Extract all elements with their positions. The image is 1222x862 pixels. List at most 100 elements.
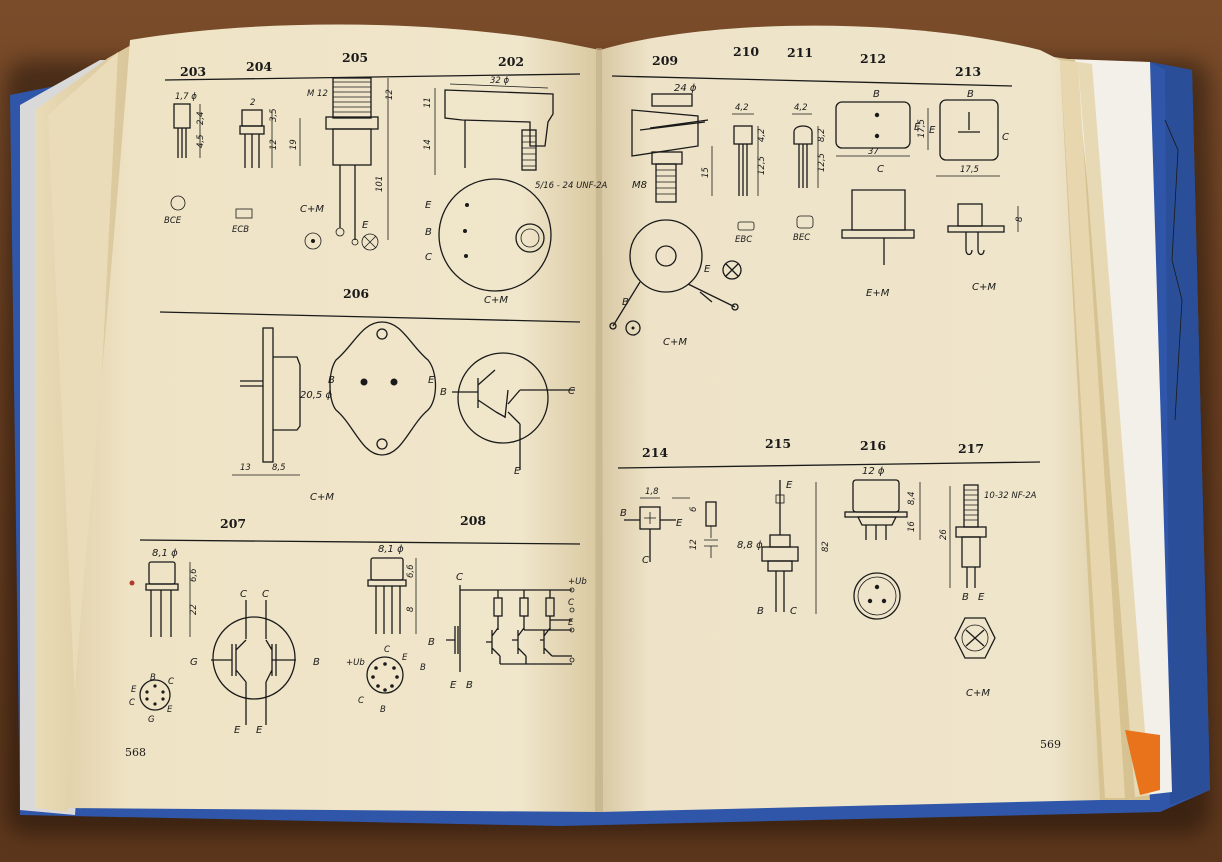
fig-label-205: 205 bbox=[342, 50, 368, 65]
svg-text:24 ϕ: 24 ϕ bbox=[674, 83, 697, 94]
fig-label-217: 217 bbox=[958, 441, 984, 456]
fig-label-213: 213 bbox=[955, 64, 981, 79]
svg-text:12: 12 bbox=[385, 89, 395, 100]
svg-text:EBC: EBC bbox=[735, 235, 752, 245]
transistor-209-drawing: 24 ϕ 15 M8 B E C+M bbox=[609, 83, 742, 348]
left-page bbox=[66, 24, 600, 812]
svg-text:12,5: 12,5 bbox=[757, 156, 767, 175]
svg-text:8: 8 bbox=[406, 606, 416, 612]
svg-text:E: E bbox=[402, 653, 408, 663]
fig-label-208: 208 bbox=[460, 513, 486, 528]
svg-text:ECB: ECB bbox=[232, 225, 249, 235]
transistor-216-drawing: 12 ϕ 8,4 16 bbox=[844, 466, 921, 620]
svg-text:8,8 ϕ: 8,8 ϕ bbox=[737, 540, 763, 551]
fig-label-214: 214 bbox=[642, 445, 668, 460]
svg-text:B: B bbox=[962, 592, 969, 603]
svg-text:B: B bbox=[466, 680, 473, 691]
svg-text:12: 12 bbox=[689, 539, 699, 550]
svg-text:C+M: C+M bbox=[484, 295, 508, 306]
transistor-213-drawing: B 17,5 E C 17,5 8 C+M bbox=[917, 89, 1025, 293]
svg-text:E: E bbox=[234, 725, 241, 736]
svg-text:C: C bbox=[384, 645, 390, 655]
svg-text:22: 22 bbox=[189, 604, 199, 615]
svg-text:8,4: 8,4 bbox=[907, 491, 917, 505]
svg-text:B: B bbox=[425, 227, 432, 238]
svg-text:17,5: 17,5 bbox=[960, 165, 979, 175]
svg-text:C: C bbox=[568, 598, 574, 608]
svg-text:8,1 ϕ: 8,1 ϕ bbox=[152, 548, 178, 559]
svg-text:B: B bbox=[967, 89, 974, 100]
svg-text:4,5: 4,5 bbox=[196, 134, 206, 148]
svg-text:M8: M8 bbox=[632, 180, 647, 191]
svg-text:8,5: 8,5 bbox=[272, 463, 286, 473]
transistor-206-drawing: 20,5 ϕ 13 8,5 B E B C E C+M bbox=[232, 321, 575, 503]
svg-text:15: 15 bbox=[701, 167, 711, 178]
page-number-left: 568 bbox=[125, 746, 146, 759]
svg-text:BEC: BEC bbox=[793, 233, 810, 243]
fig-label-202: 202 bbox=[498, 54, 524, 69]
svg-text:B: B bbox=[440, 387, 447, 398]
fig-label-211: 211 bbox=[787, 45, 813, 60]
svg-text:C: C bbox=[790, 606, 797, 617]
svg-text:B: B bbox=[150, 673, 156, 683]
svg-text:82: 82 bbox=[821, 541, 831, 552]
svg-text:B: B bbox=[622, 297, 629, 308]
svg-text:B: B bbox=[420, 663, 426, 673]
right-page-content: 209 210 211 212 213 214 215 216 217 569 bbox=[609, 44, 1061, 751]
svg-text:2: 2 bbox=[250, 98, 255, 108]
fig-label-207: 207 bbox=[220, 516, 246, 531]
svg-text:C+M: C+M bbox=[972, 282, 996, 293]
fig-label-210: 210 bbox=[733, 44, 759, 59]
svg-text:E: E bbox=[978, 592, 985, 603]
svg-text:C: C bbox=[456, 572, 463, 583]
svg-text:32 ϕ: 32 ϕ bbox=[490, 76, 510, 86]
svg-text:37: 37 bbox=[868, 147, 879, 157]
svg-text:E: E bbox=[256, 725, 263, 736]
svg-text:13: 13 bbox=[240, 463, 251, 473]
svg-text:14: 14 bbox=[423, 139, 433, 150]
svg-text:C: C bbox=[642, 555, 649, 566]
svg-text:12 ϕ: 12 ϕ bbox=[862, 466, 885, 477]
svg-text:8,1 ϕ: 8,1 ϕ bbox=[378, 544, 404, 555]
svg-text:4,2: 4,2 bbox=[757, 128, 767, 142]
svg-text:C: C bbox=[358, 696, 364, 706]
fig-label-215: 215 bbox=[765, 436, 791, 451]
svg-text:19: 19 bbox=[289, 139, 299, 150]
svg-text:5/16 - 24 UNF-2A: 5/16 - 24 UNF-2A bbox=[535, 181, 608, 191]
right-page-edges bbox=[1040, 55, 1172, 800]
svg-text:B: B bbox=[313, 657, 320, 668]
transistor-207-drawing: 8,1 ϕ 6,6 22 C C G B E E B C E E C G bbox=[129, 548, 320, 736]
svg-text:C+M: C+M bbox=[966, 688, 990, 699]
svg-text:3,5: 3,5 bbox=[269, 108, 279, 122]
transistor-204-drawing: 2 3,5 12 ECB bbox=[232, 98, 279, 235]
svg-text:BCE: BCE bbox=[164, 216, 182, 226]
transistor-215-drawing: E 8,8 ϕ 82 B C bbox=[737, 480, 831, 617]
svg-text:12: 12 bbox=[269, 139, 279, 150]
transistor-211-drawing: 4,2 8,2 12,5 BEC bbox=[792, 103, 827, 243]
svg-text:E: E bbox=[131, 685, 137, 695]
svg-text:C: C bbox=[877, 164, 884, 175]
fig-label-216: 216 bbox=[860, 438, 886, 453]
left-page-content: 203 204 205 202 206 207 208 568 1,7 ϕ 2,… bbox=[125, 50, 608, 759]
left-page-edges bbox=[20, 40, 140, 815]
svg-text:E: E bbox=[425, 200, 432, 211]
fig-label-204: 204 bbox=[246, 59, 272, 74]
svg-text:B: B bbox=[873, 89, 880, 100]
svg-text:E: E bbox=[362, 220, 369, 231]
svg-text:C: C bbox=[168, 677, 174, 687]
svg-text:G: G bbox=[190, 657, 198, 668]
transistor-202-drawing: 32 ϕ 11 14 5/16 - 24 UNF-2A E B C C+M bbox=[423, 76, 608, 306]
svg-text:B: B bbox=[380, 705, 386, 715]
svg-text:C: C bbox=[240, 589, 247, 600]
svg-text:8,2: 8,2 bbox=[817, 128, 827, 142]
svg-text:C: C bbox=[568, 386, 575, 397]
svg-text:C+M: C+M bbox=[300, 204, 324, 215]
svg-text:2,4: 2,4 bbox=[196, 111, 206, 125]
svg-text:+Ub: +Ub bbox=[346, 658, 365, 668]
svg-text:E: E bbox=[914, 122, 921, 133]
svg-text:E: E bbox=[929, 125, 936, 136]
svg-text:C+M: C+M bbox=[663, 337, 687, 348]
page-number-right: 569 bbox=[1040, 738, 1061, 751]
transistor-205-drawing: M 12 12 19 101 C+M E bbox=[289, 77, 395, 251]
